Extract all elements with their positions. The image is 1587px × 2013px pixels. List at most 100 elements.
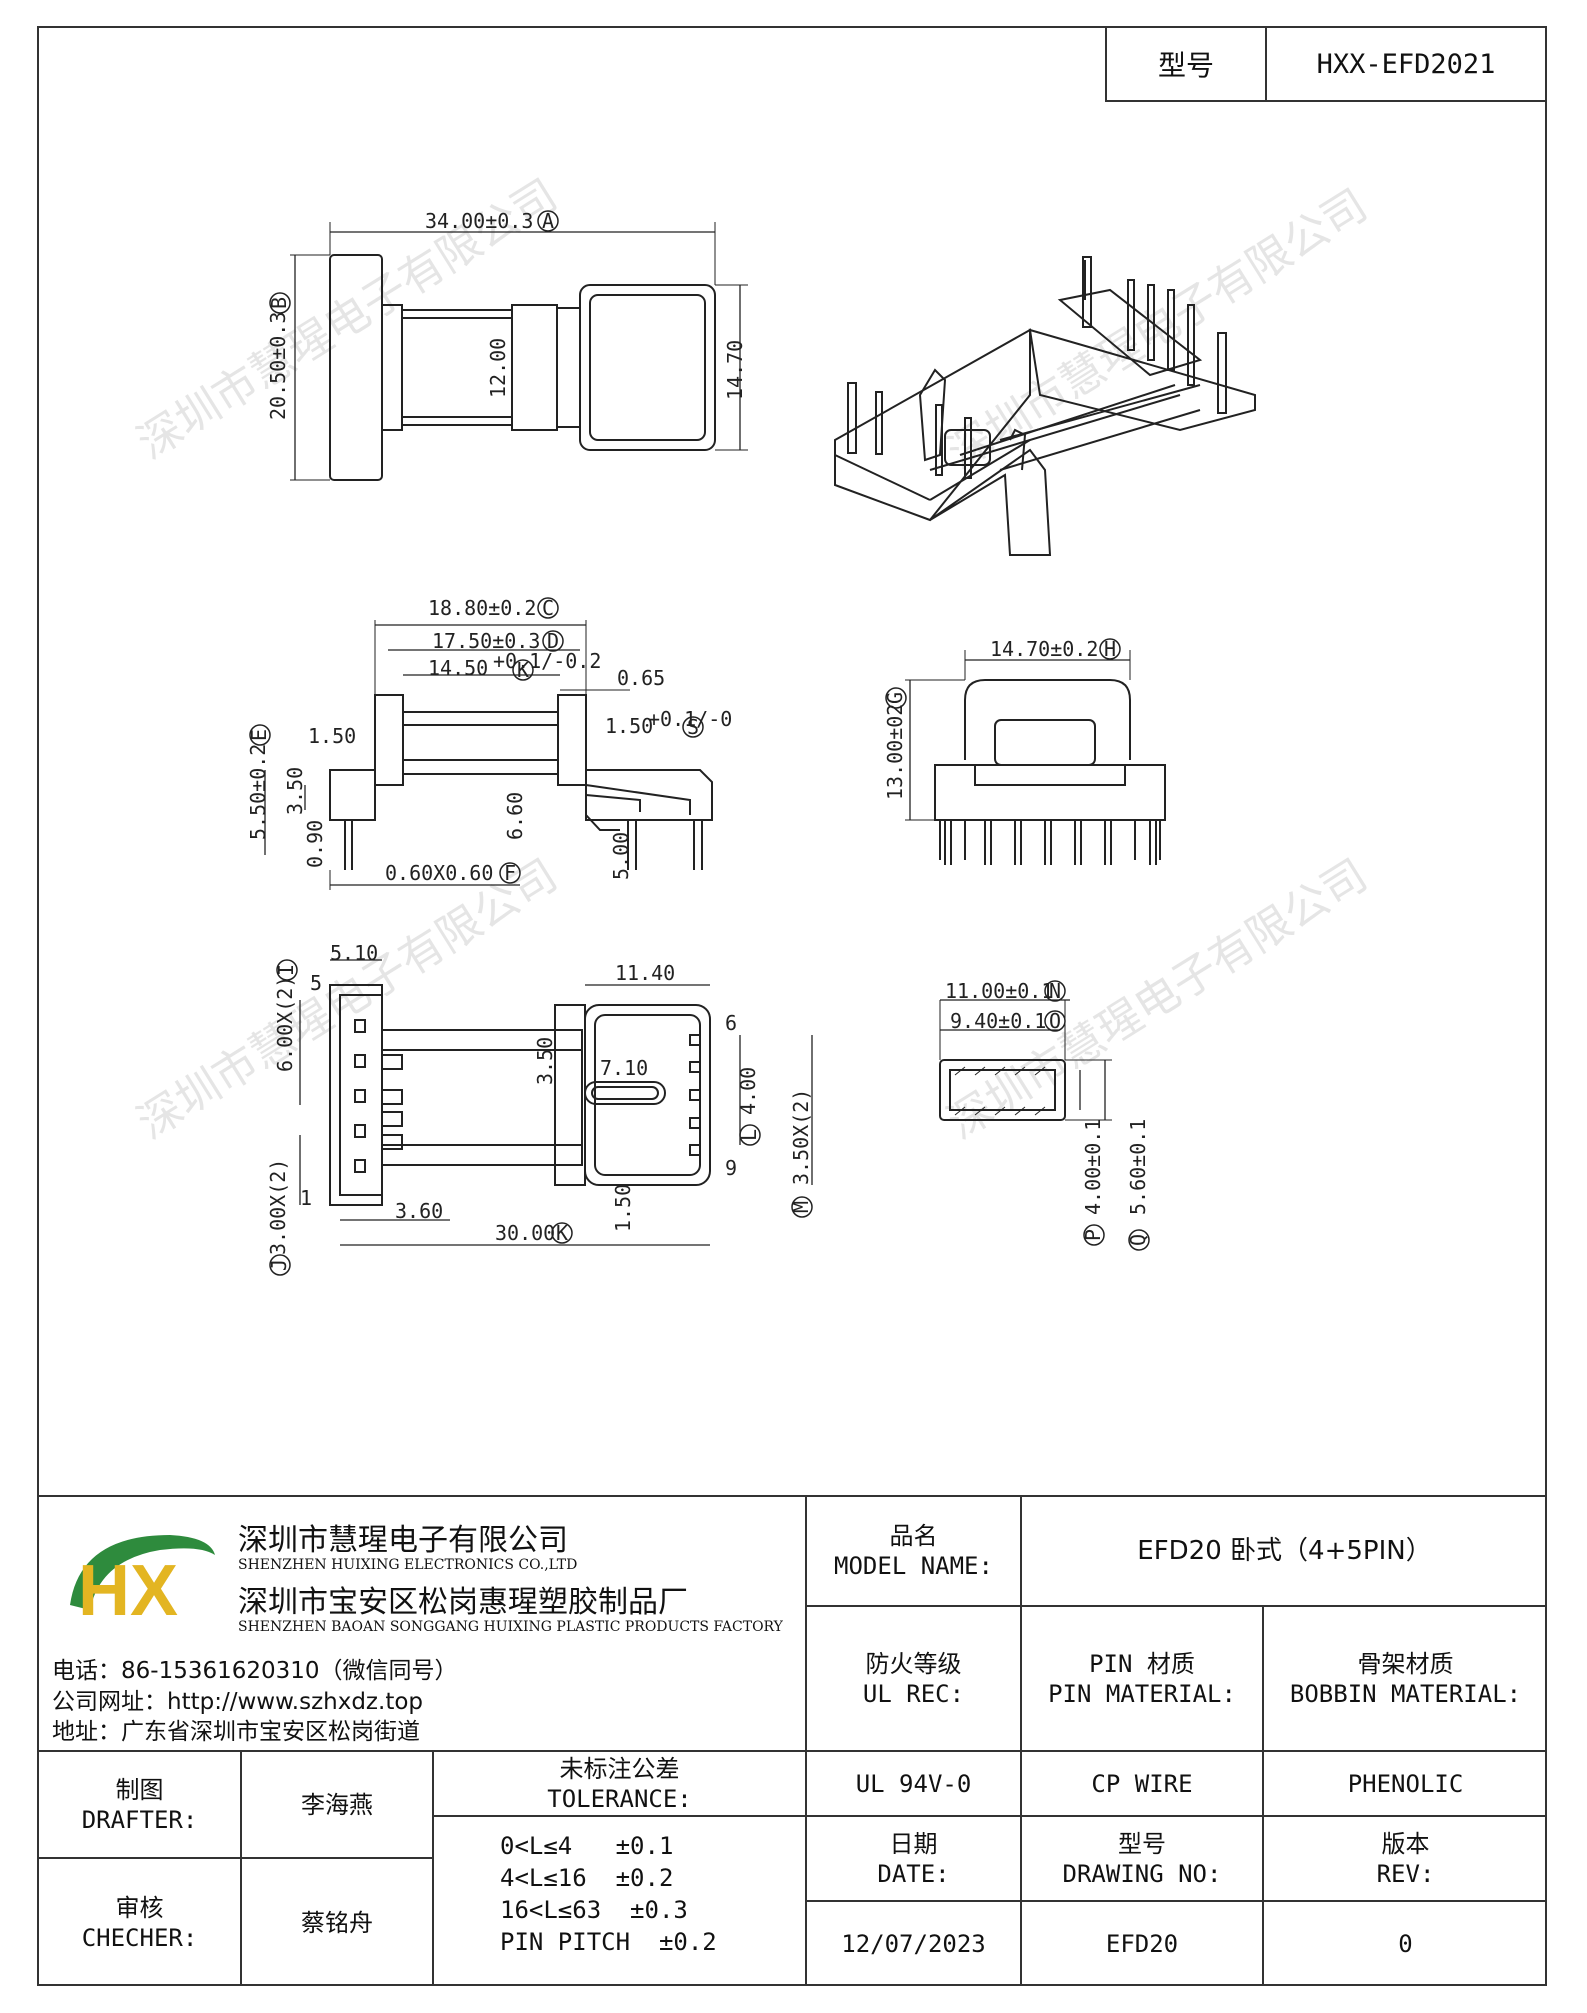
section-view <box>939 999 1112 1121</box>
svg-text:K: K <box>556 1221 568 1245</box>
tag-o: O <box>1044 1009 1066 1033</box>
svg-text:K: K <box>517 658 529 682</box>
pin-material-value: CP WIRE <box>1091 1769 1193 1798</box>
tag-c: C <box>537 596 559 620</box>
tag-m: M <box>789 1196 813 1218</box>
factory-name-en: SHENZHEN BAOAN SONGGANG HUIXING PLASTIC … <box>238 1619 783 1635</box>
bobbin-material-value: PHENOLIC <box>1347 1769 1464 1798</box>
dim-k-side: 14.50 <box>428 656 488 680</box>
dim-s: 1.50 <box>605 714 653 738</box>
tolerance-line: 4<L≤16 ±0.2 <box>500 1864 674 1892</box>
dim-c: 18.80±0.2 <box>428 596 536 620</box>
tag-s: S <box>682 715 704 739</box>
watermark-2: 深圳市慧瑆电子有限公司 <box>939 180 1376 480</box>
dim-l: 4.00 <box>736 1067 760 1115</box>
tag-b: B <box>267 292 291 314</box>
watermark-3: 深圳市慧瑆电子有限公司 <box>129 850 566 1150</box>
factory-name-cn: 深圳市宝安区松岗惠瑆塑胶制品厂 <box>238 1585 688 1620</box>
tag-n: N <box>1044 979 1066 1003</box>
rev-value: 0 <box>1398 1930 1413 1958</box>
technical-drawing: 深圳市慧瑆电子有限公司 深圳市慧瑆电子有限公司 深圳市慧瑆电子有限公司 深圳市慧… <box>129 170 1376 1276</box>
svg-text:M: M <box>789 1201 813 1213</box>
tag-e: E <box>247 724 271 746</box>
side-view-labels: 18.80±0.2 C 17.50±0.3 D 14.50 +0.1/-0.2 … <box>246 596 732 885</box>
tolerance-line: PIN PITCH ±0.2 <box>500 1928 717 1956</box>
model-name-value: EFD20 卧式（4+5PIN） <box>1137 1535 1432 1566</box>
dim-m: 3.50X(2) <box>789 1089 813 1185</box>
tolerance-line: 0<L≤4 ±0.1 <box>500 1832 674 1860</box>
date-value: 12/07/2023 <box>841 1930 986 1958</box>
tag-f: F <box>499 861 521 885</box>
dim-q: 5.60±0.1 <box>1126 1119 1150 1215</box>
tolerance-line: 16<L≤63 ±0.3 <box>500 1896 688 1924</box>
watermarks: 深圳市慧瑆电子有限公司 深圳市慧瑆电子有限公司 深圳市慧瑆电子有限公司 深圳市慧… <box>129 170 1376 1150</box>
dim-flange: 14.70 <box>723 340 747 400</box>
tag-d: D <box>542 629 564 653</box>
svg-text:G: G <box>883 692 907 704</box>
drawing-frame <box>37 26 1547 1986</box>
pin-5-label: 5 <box>310 971 322 995</box>
svg-text:C: C <box>542 596 554 620</box>
side-view <box>264 620 713 890</box>
dim-height: 20.50±0.3 <box>266 312 290 420</box>
dim-k-bottom: 30.00 <box>495 1221 555 1245</box>
svg-text:P: P <box>1081 1229 1105 1241</box>
dim-500: 5.00 <box>609 832 633 880</box>
tag-g: G <box>883 687 907 709</box>
tag-p: P <box>1081 1224 1105 1246</box>
isometric-view <box>834 256 1256 556</box>
dim-n: 11.00±0.1 <box>945 979 1053 1003</box>
tolerance-table: 0<L≤4 ±0.1 4<L≤16 ±0.2 16<L≤63 ±0.3 PIN … <box>500 1830 800 1958</box>
dim-150-bottom: 1.50 <box>611 1184 635 1232</box>
svg-text:Q: Q <box>1126 1234 1150 1246</box>
model-label: 型号 <box>1107 28 1267 100</box>
checker-value: 蔡铭舟 <box>301 1908 373 1937</box>
svg-text:E: E <box>247 729 271 741</box>
drafter-value: 李海燕 <box>301 1790 373 1819</box>
pin-6-label: 6 <box>725 1011 737 1035</box>
bottom-view <box>299 959 813 1246</box>
dim-350-bottom: 3.50 <box>533 1037 557 1085</box>
dim-f: 0.60X0.60 <box>385 861 493 885</box>
dim-510: 5.10 <box>330 941 378 965</box>
company-address: 地址：广东省深圳市宝安区松岗街道 <box>52 1719 420 1745</box>
dim-core: 12.00 <box>486 338 510 398</box>
dim-090: 0.90 <box>303 820 327 868</box>
dim-1140: 11.40 <box>615 961 675 985</box>
dim-j: 3.00X(2) <box>266 1159 290 1255</box>
end-view <box>905 650 1166 865</box>
svg-text:O: O <box>1049 1009 1061 1033</box>
dim-d: 17.50±0.3 <box>432 629 540 653</box>
dim-350-side: 3.50 <box>283 767 307 815</box>
tag-l: L <box>737 1124 761 1146</box>
dim-p: 4.00±0.1 <box>1081 1119 1105 1215</box>
model-number-box: 型号 HXX-EFD2021 <box>1105 26 1547 102</box>
dim-length: 34.00±0.3 <box>425 209 533 233</box>
company-phone: 电话：86-15361620310（微信同号） <box>52 1658 458 1684</box>
dim-s-tol: +0.1/-0 <box>648 707 732 731</box>
svg-text:H: H <box>1104 637 1116 661</box>
logo-text: HX <box>78 1551 178 1631</box>
drawing-no-value: EFD20 <box>1105 1930 1179 1958</box>
top-view <box>290 222 748 481</box>
dim-360: 3.60 <box>395 1199 443 1223</box>
tag-q: Q <box>1126 1229 1150 1251</box>
tag-h: H <box>1099 637 1121 661</box>
company-website: 公司网址：http://www.szhxdz.top <box>52 1689 424 1715</box>
company-name-cn: 深圳市慧瑆电子有限公司 <box>238 1523 568 1558</box>
svg-text:L: L <box>737 1129 761 1141</box>
svg-text:J: J <box>267 1259 291 1271</box>
tag-j: J <box>267 1254 291 1276</box>
svg-text:A: A <box>542 209 554 233</box>
tag-i: I <box>274 959 298 981</box>
